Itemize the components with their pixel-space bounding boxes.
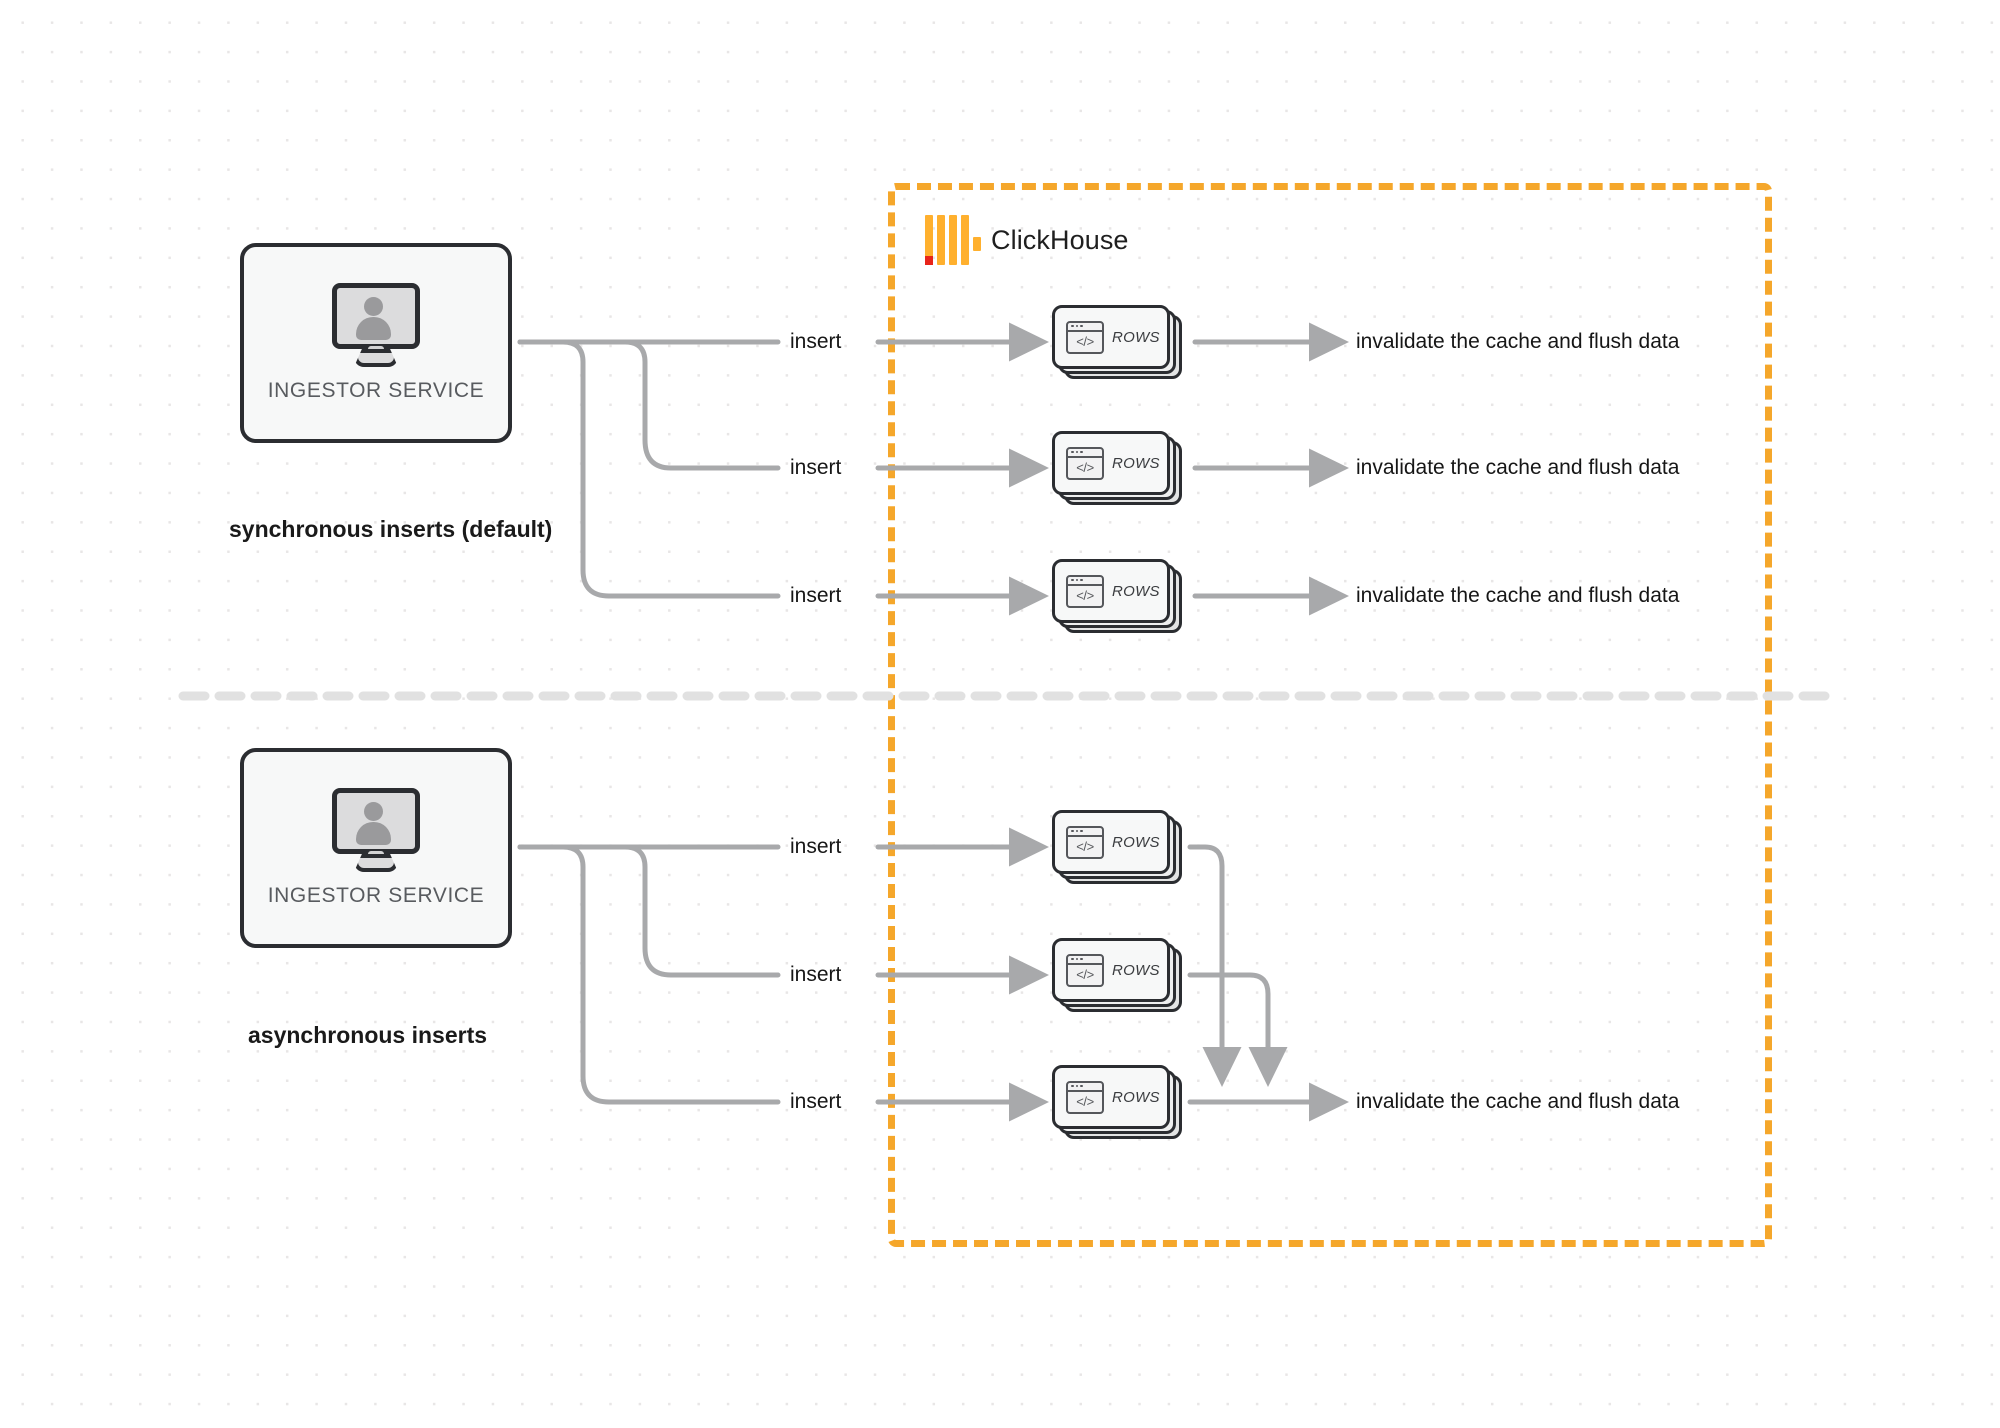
rows-node-sync-1[interactable]: </> ROWS (1052, 305, 1182, 379)
edge-sync-branch-2 (517, 339, 781, 471)
group-caption-sync: synchronous inserts (default) (229, 516, 553, 542)
group-caption-async: asynchronous inserts (248, 1022, 488, 1048)
code-window-icon: </> (1066, 446, 1104, 480)
edge-label-flush-sync-2: invalidate the cache and flush data (1356, 456, 1680, 479)
rows-label: ROWS (1112, 1088, 1160, 1106)
rows-label: ROWS (1112, 833, 1160, 851)
edge-label-insert-sync-3: insert (790, 584, 842, 607)
rows-node-async-1[interactable]: </> ROWS (1052, 810, 1182, 884)
rows-label: ROWS (1112, 454, 1160, 472)
clickhouse-logo-icon (925, 215, 981, 265)
clickhouse-label: ClickHouse (991, 224, 1129, 255)
code-window-icon: </> (1066, 825, 1104, 859)
edge-sync-branch-3 (517, 339, 781, 599)
rows-label: ROWS (1112, 961, 1160, 979)
service-label: INGESTOR SERVICE (267, 884, 485, 907)
rows-node-async-3[interactable]: </> ROWS (1052, 1065, 1182, 1139)
service-label: INGESTOR SERVICE (267, 379, 485, 402)
edge-label-flush-async: invalidate the cache and flush data (1356, 1090, 1680, 1113)
sidebar-item-ingestor-service-async[interactable]: INGESTOR SERVICE (240, 748, 512, 948)
code-window-icon: </> (1066, 1080, 1104, 1114)
edge-label-insert-async-3: insert (790, 1090, 842, 1113)
rows-node-async-2[interactable]: </> ROWS (1052, 938, 1182, 1012)
edge-label-flush-sync-3: invalidate the cache and flush data (1356, 584, 1680, 607)
clickhouse-brand: ClickHouse (925, 215, 1129, 265)
rows-label: ROWS (1112, 328, 1160, 346)
rows-node-sync-3[interactable]: </> ROWS (1052, 559, 1182, 633)
edge-label-insert-sync-2: insert (790, 456, 842, 479)
edge-label-insert-async-2: insert (790, 963, 842, 986)
rows-node-sync-2[interactable]: </> ROWS (1052, 431, 1182, 505)
rows-label: ROWS (1112, 582, 1160, 600)
clickhouse-region (888, 183, 1772, 1247)
edge-label-flush-sync-1: invalidate the cache and flush data (1356, 330, 1680, 353)
sidebar-item-ingestor-service-sync[interactable]: INGESTOR SERVICE (240, 243, 512, 443)
code-window-icon: </> (1066, 320, 1104, 354)
code-window-icon: </> (1066, 953, 1104, 987)
edge-label-insert-sync-1: insert (790, 330, 842, 353)
edge-async-branch-2 (517, 844, 781, 978)
monitor-user-icon (328, 788, 424, 872)
edge-async-branch-3 (517, 844, 781, 1105)
edge-label-insert-async-1: insert (790, 835, 842, 858)
monitor-user-icon (328, 283, 424, 367)
code-window-icon: </> (1066, 574, 1104, 608)
